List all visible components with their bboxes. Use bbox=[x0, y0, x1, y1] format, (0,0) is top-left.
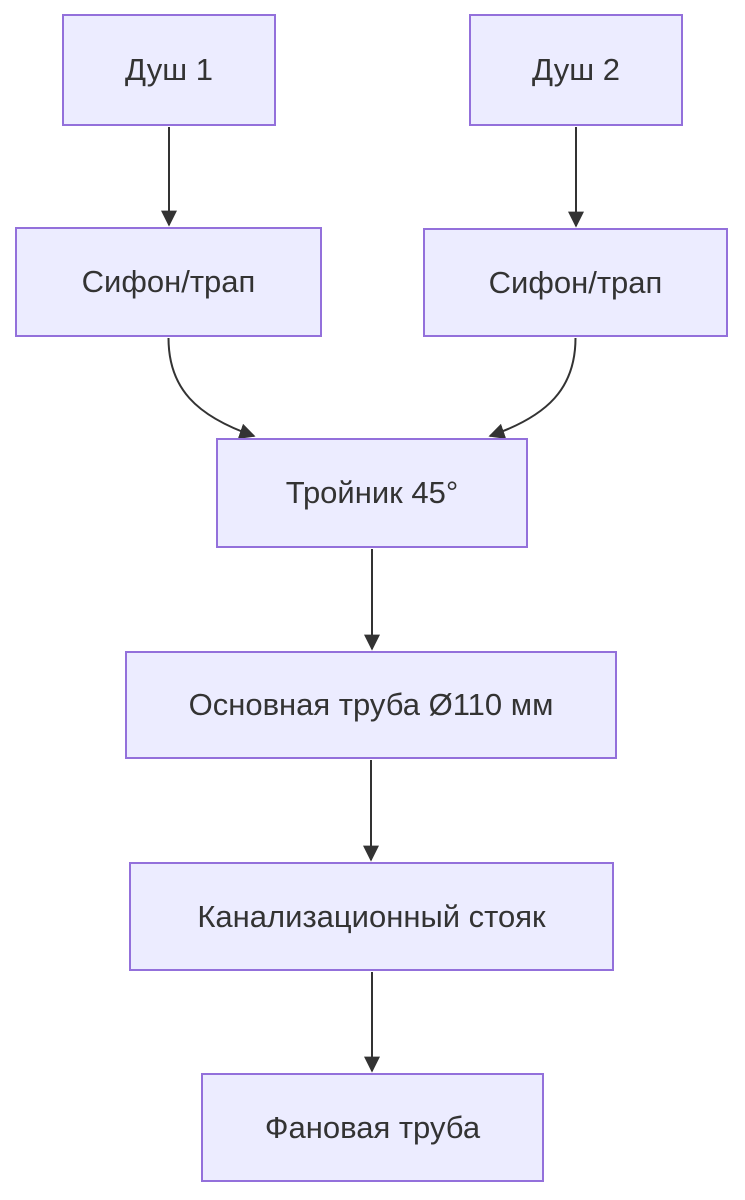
node-troynik-45: Тройник 45° bbox=[216, 438, 528, 548]
node-kanalizatsionny-stoyak: Канализационный стояк bbox=[129, 862, 614, 971]
node-kanalizatsionny-stoyak-label: Канализационный стояк bbox=[197, 898, 546, 934]
edge-sifon2-troynik bbox=[488, 337, 577, 439]
node-sifon-trap-2: Сифон/трап bbox=[423, 228, 728, 337]
node-dush2: Душ 2 bbox=[469, 14, 683, 126]
node-fanovaya-truba-label: Фановая труба bbox=[264, 1109, 481, 1145]
node-fanovaya-truba: Фановая труба bbox=[201, 1073, 544, 1182]
node-osnovnaya-truba: Основная труба Ø110 мм bbox=[125, 651, 617, 759]
node-sifon-trap-2-label: Сифон/трап bbox=[488, 264, 663, 300]
node-dush1: Душ 1 bbox=[62, 14, 276, 126]
node-dush2-label: Душ 2 bbox=[532, 52, 620, 88]
edge-sifon1-troynik bbox=[167, 337, 256, 439]
node-sifon-trap-1-label: Сифон/трап bbox=[81, 264, 256, 300]
node-dush1-label: Душ 1 bbox=[125, 52, 213, 88]
node-troynik-45-label: Тройник 45° bbox=[285, 475, 459, 511]
node-sifon-trap-1: Сифон/трап bbox=[15, 227, 322, 337]
node-osnovnaya-truba-label: Основная труба Ø110 мм bbox=[188, 687, 554, 723]
